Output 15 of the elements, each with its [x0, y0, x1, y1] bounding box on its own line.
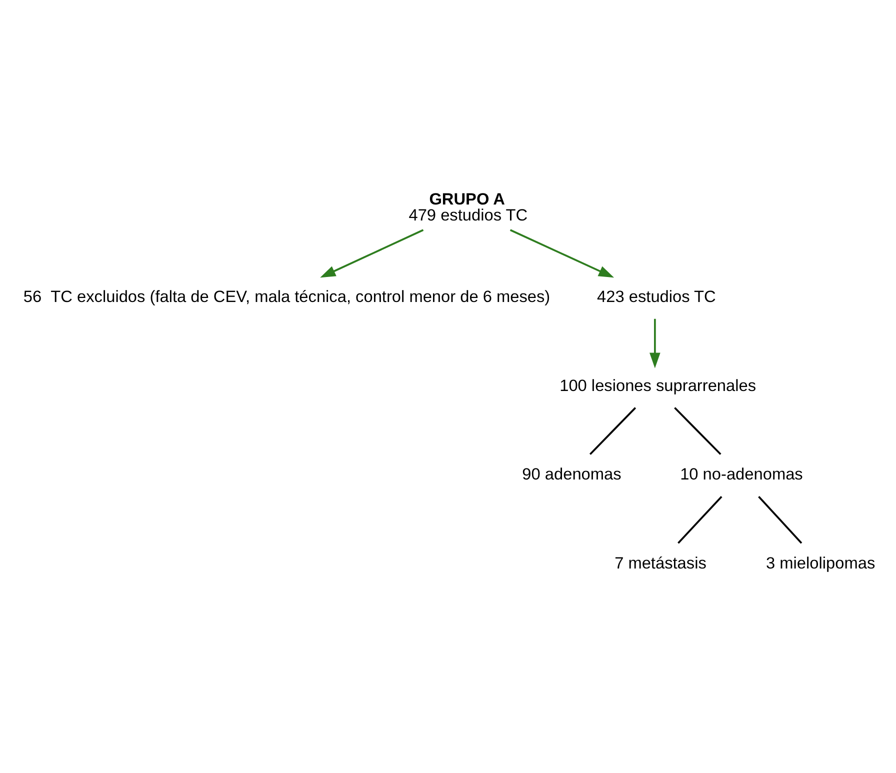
node-text: 90 adenomas	[522, 466, 621, 484]
node-text: 3 mielolipomas	[766, 554, 875, 573]
node-text: 423 estudios TC	[596, 288, 716, 306]
node-text: GRUPO A 479 estudios TC	[408, 190, 528, 225]
arrow	[320, 229, 424, 278]
node-text: 56 TC excluidos (falta de CEV, mala técnica, control menor de 6 meses)	[22, 288, 550, 306]
arrow	[509, 229, 614, 278]
node-text: 100 lesiones suprarrenales	[559, 376, 756, 395]
connector	[677, 496, 722, 544]
connector	[758, 496, 802, 544]
node-text: 7 metástasis	[614, 554, 706, 573]
connector	[674, 407, 721, 455]
arrow	[649, 318, 660, 368]
node-text: 10 no-adenomas	[680, 466, 802, 484]
connector	[588, 407, 636, 455]
